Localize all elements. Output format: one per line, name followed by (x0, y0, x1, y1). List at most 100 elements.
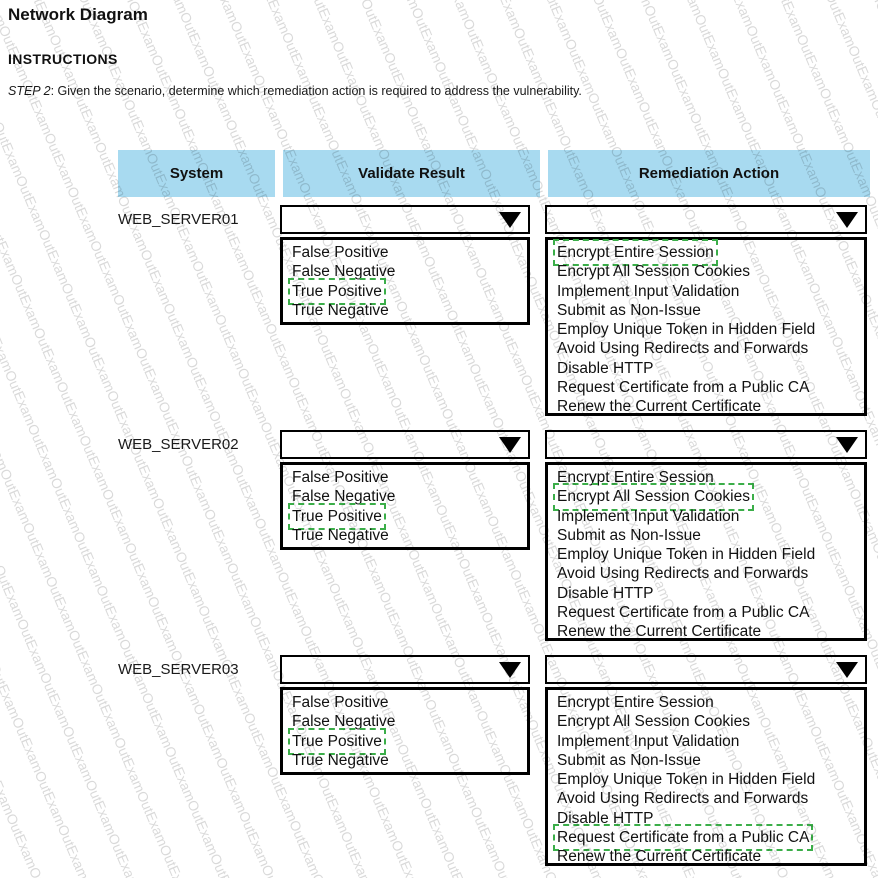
remediation-option[interactable]: Disable HTTP (557, 359, 864, 378)
dropdown-arrow-icon (836, 437, 858, 453)
instructions-heading: INSTRUCTIONS (8, 51, 118, 67)
remediation-option[interactable]: Encrypt All Session Cookies (557, 262, 864, 281)
remediation-option-label: Avoid Using Redirects and Forwards (557, 340, 809, 358)
remediation-option-label: Disable HTTP (557, 584, 654, 602)
remediation-option[interactable]: Employ Unique Token in Hidden Field (557, 770, 864, 789)
remediation-option-label: Encrypt Entire Session (557, 469, 714, 486)
system-label: WEB_SERVER01 (118, 211, 239, 228)
remediation-option[interactable]: Request Certificate from a Public CA (557, 603, 864, 622)
step-text: : Given the scenario, determine which re… (50, 84, 582, 98)
page-title: Network Diagram (8, 5, 148, 24)
column-header-remediation-action: Remediation Action (548, 150, 870, 197)
validate-option-label-answer-highlighted: True Positive (288, 502, 386, 530)
remediation-option[interactable]: Submit as Non-Issue (557, 526, 864, 545)
remediation-option-label: Implement Input Validation (557, 732, 740, 750)
validate-option-label: True Negative (292, 301, 389, 319)
remediation-option[interactable]: Encrypt All Session Cookies (557, 712, 864, 731)
remediation-option[interactable]: Request Certificate from a Public CA (557, 378, 864, 397)
validate-option[interactable]: True Positive (288, 727, 527, 755)
step-label: STEP 2 (8, 84, 51, 98)
remediation-option[interactable]: Employ Unique Token in Hidden Field (557, 545, 864, 564)
remediation-option[interactable]: Encrypt Entire Session (557, 468, 864, 487)
validate-result-dropdown[interactable] (280, 430, 530, 459)
remediation-option-label: Avoid Using Redirects and Forwards (557, 790, 809, 808)
validate-option-label: False Positive (292, 694, 389, 711)
remediation-option-label: Encrypt All Session Cookies (557, 263, 750, 281)
validate-result-dropdown[interactable] (280, 205, 530, 234)
remediation-option[interactable]: Renew the Current Certificate (557, 622, 864, 641)
remediation-option[interactable]: Submit as Non-Issue (557, 301, 864, 320)
remediation-option[interactable]: Avoid Using Redirects and Forwards (557, 789, 864, 808)
dropdown-arrow-icon (836, 212, 858, 228)
validate-option-label: False Positive (292, 244, 389, 261)
validate-option[interactable]: True Positive (288, 502, 527, 530)
remediation-option-label: Implement Input Validation (557, 507, 740, 525)
remediation-option-label: Employ Unique Token in Hidden Field (557, 771, 816, 789)
remediation-option[interactable]: Submit as Non-Issue (557, 751, 864, 770)
remediation-option-label: Renew the Current Certificate (557, 623, 762, 641)
remediation-option[interactable]: Implement Input Validation (557, 507, 864, 526)
remediation-option-label-answer-highlighted: Request Certificate from a Public CA (552, 824, 814, 852)
remediation-option-label: Renew the Current Certificate (557, 398, 762, 416)
validate-option[interactable]: False Positive (292, 693, 527, 712)
remediation-option-label: Submit as Non-Issue (557, 526, 701, 544)
remediation-action-dropdown[interactable] (545, 205, 867, 234)
remediation-option[interactable]: Encrypt All Session Cookies (553, 483, 864, 511)
validate-option[interactable]: False Positive (292, 468, 527, 487)
remediation-option[interactable]: Request Certificate from a Public CA (552, 824, 864, 852)
validate-option[interactable]: True Positive (288, 277, 527, 305)
watermark-text: ExamOutExamOutExamOutExamOutExamOutExamO… (0, 0, 120, 878)
remediation-option[interactable]: Encrypt Entire Session (557, 693, 864, 712)
validate-option[interactable]: False Positive (292, 243, 527, 262)
remediation-option-label: Disable HTTP (557, 809, 654, 827)
validate-option[interactable]: True Negative (292, 301, 527, 320)
remediation-option[interactable]: Implement Input Validation (557, 732, 864, 751)
remediation-option[interactable]: Employ Unique Token in Hidden Field (557, 320, 864, 339)
remediation-option-label: Implement Input Validation (557, 282, 740, 300)
step-instruction: STEP 2: Given the scenario, determine wh… (8, 84, 582, 98)
system-label: WEB_SERVER03 (118, 661, 239, 678)
remediation-option[interactable]: Avoid Using Redirects and Forwards (557, 339, 864, 358)
remediation-option[interactable]: Avoid Using Redirects and Forwards (557, 564, 864, 583)
remediation-option-label: Renew the Current Certificate (557, 848, 762, 866)
remediation-option-label-answer-highlighted: Encrypt Entire Session (553, 238, 718, 267)
validate-option-label: False Negative (292, 713, 396, 731)
remediation-option[interactable]: Encrypt Entire Session (553, 238, 864, 267)
remediation-option-label: Request Certificate from a Public CA (557, 379, 810, 397)
dropdown-arrow-icon (499, 437, 521, 453)
remediation-action-dropdown[interactable] (545, 430, 867, 459)
validate-option-label-answer-highlighted: True Positive (288, 727, 386, 755)
validate-option[interactable]: False Negative (292, 487, 527, 506)
column-header-validate-result: Validate Result (283, 150, 540, 197)
remediation-option[interactable]: Disable HTTP (557, 584, 864, 603)
system-label: WEB_SERVER02 (118, 436, 239, 453)
remediation-option-label: Encrypt Entire Session (557, 694, 714, 711)
validate-option-label: False Negative (292, 488, 396, 506)
remediation-option-label: Employ Unique Token in Hidden Field (557, 321, 816, 339)
validate-option[interactable]: True Negative (292, 751, 527, 770)
remediation-action-dropdown[interactable] (545, 655, 867, 684)
validate-option[interactable]: True Negative (292, 526, 527, 545)
remediation-option-label: Employ Unique Token in Hidden Field (557, 546, 816, 564)
remediation-option[interactable]: Disable HTTP (557, 809, 864, 828)
validate-option[interactable]: False Negative (292, 262, 527, 281)
remediation-option[interactable]: Renew the Current Certificate (557, 397, 864, 416)
validate-result-dropdown[interactable] (280, 655, 530, 684)
validate-option-label: False Negative (292, 263, 396, 281)
remediation-option-label: Submit as Non-Issue (557, 301, 701, 319)
validate-option[interactable]: False Negative (292, 712, 527, 731)
column-header-system: System (118, 150, 275, 197)
remediation-option-label: Request Certificate from a Public CA (557, 604, 810, 622)
validate-option-label: False Positive (292, 469, 389, 486)
remediation-option-label: Submit as Non-Issue (557, 751, 701, 769)
validate-option-label-answer-highlighted: True Positive (288, 277, 386, 305)
remediation-option[interactable]: Implement Input Validation (557, 282, 864, 301)
remediation-option[interactable]: Renew the Current Certificate (557, 847, 864, 866)
watermark-text: ExamOutExamOutExamOutExamOutExamOutExamO… (0, 0, 73, 878)
watermark-text: ExamOutExamOutExamOutExamOutExamOutExamO… (0, 0, 41, 878)
validate-option-label: True Negative (292, 526, 389, 544)
